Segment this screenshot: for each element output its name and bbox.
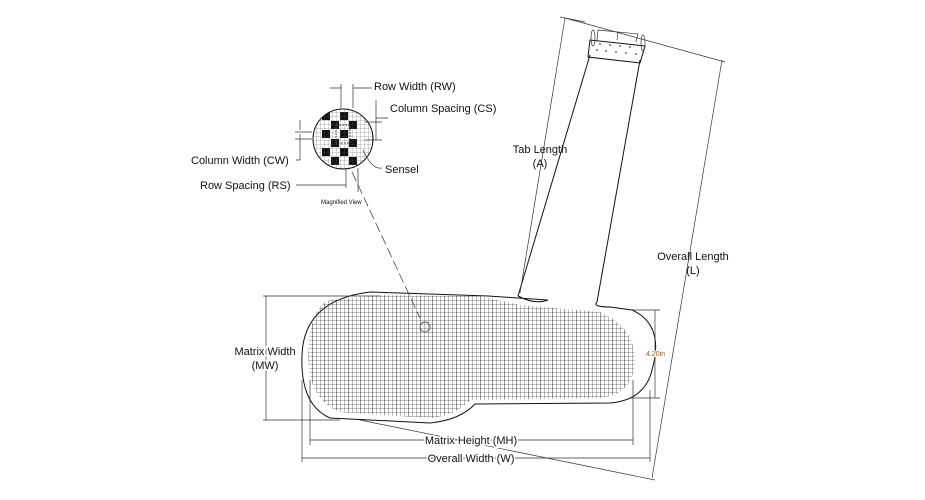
sensel-marker — [419, 321, 431, 333]
width-dimensions — [301, 380, 651, 462]
sensor-outline — [301, 54, 657, 424]
row-width-label: Row Width (RW) — [374, 81, 456, 93]
tab-length-dimension — [519, 16, 586, 294]
tab-connector — [587, 29, 646, 64]
overall-length-symbol: (L) — [686, 265, 699, 277]
matrix-width-label: Matrix Width — [234, 346, 295, 358]
magnified-annotation-lines — [295, 84, 388, 192]
tab-length-symbol: (A) — [533, 158, 548, 170]
tab-length-label: Tab Length — [513, 144, 567, 156]
height-value-label: 4.20in — [646, 351, 665, 358]
sensing-matrix — [308, 295, 635, 418]
column-spacing-label: Column Spacing (CS) — [390, 103, 496, 115]
sensel-label: Sensel — [385, 164, 419, 176]
matrix-height-label: Matrix Height (MH) — [425, 435, 517, 447]
matrix-width-dimension — [263, 295, 380, 421]
matrix-width-symbol: (MW) — [252, 360, 279, 372]
column-width-label: Column Width (CW) — [191, 155, 289, 167]
height-dimension — [630, 309, 660, 399]
row-spacing-label: Row Spacing (RS) — [200, 180, 290, 192]
overall-length-dimension — [359, 17, 726, 481]
magnified-view — [312, 108, 374, 170]
overall-length-label: Overall Length — [657, 251, 729, 263]
magnified-leader — [351, 171, 421, 319]
overall-width-label: Overall Width (W) — [428, 453, 515, 465]
magnified-view-label: Magnified View — [321, 200, 362, 206]
